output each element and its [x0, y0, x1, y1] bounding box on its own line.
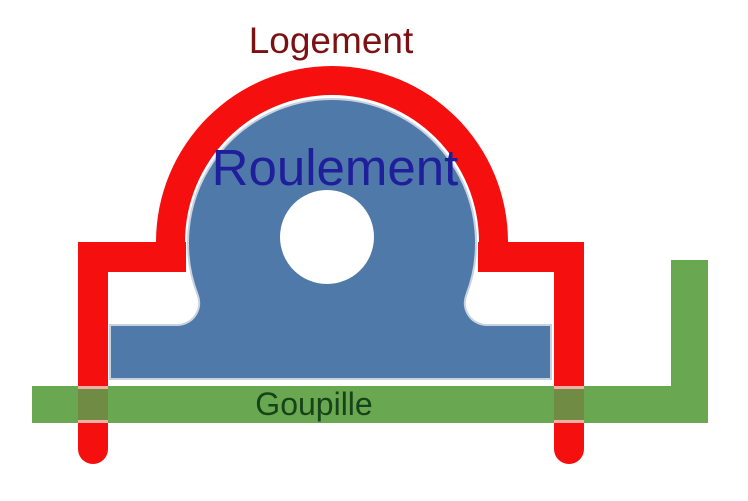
housing-leg-right [554, 242, 584, 464]
pin-edge-highlights [78, 386, 584, 423]
bearing-label: Roulement [212, 139, 459, 196]
pin-edge-highlight-top-right [554, 386, 584, 389]
pin-edge-highlight-bottom-right [554, 420, 584, 423]
pin-edge-highlight-top-left [78, 386, 108, 389]
pin-edge-highlight-bottom-left [78, 420, 108, 423]
pin-label: Goupille [255, 386, 372, 422]
pin-overlap-right [554, 386, 584, 423]
housing-dome-arc [156, 66, 508, 242]
pin-overlap-left [78, 386, 108, 423]
housing-leg-left [78, 242, 108, 464]
pin-housing-overlap [78, 386, 584, 423]
housing-label: Logement [249, 20, 414, 61]
bearing-bore [280, 190, 374, 284]
